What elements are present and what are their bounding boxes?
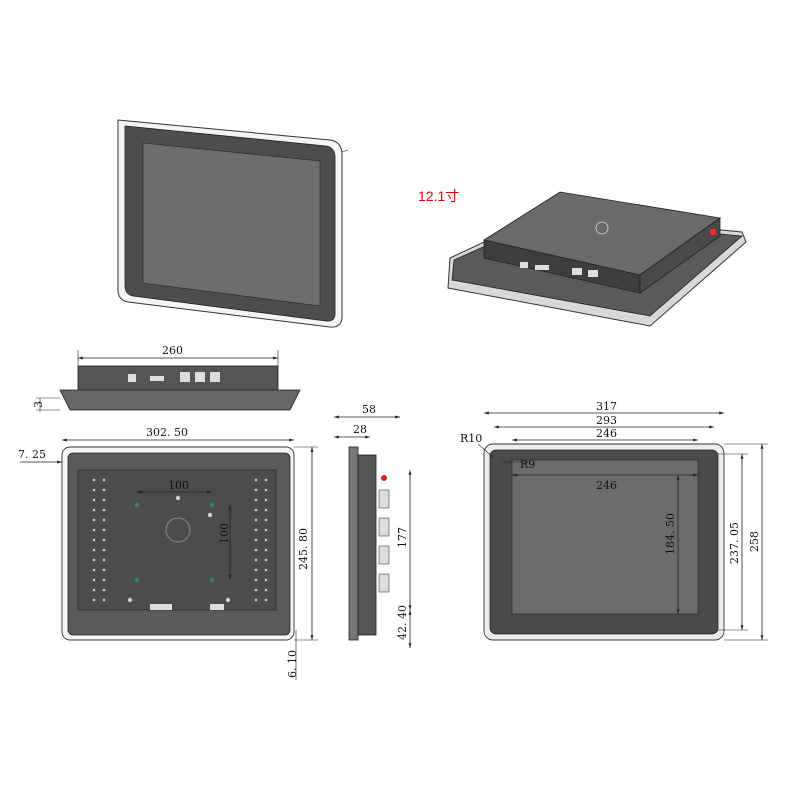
mount-hole — [134, 502, 140, 508]
dim-radius-outer: R10 — [460, 432, 482, 445]
perspective-front-view — [117, 119, 349, 328]
mount-holes — [127, 495, 231, 603]
vent-hole — [102, 508, 106, 512]
vent-hole — [254, 598, 258, 602]
dim-vertical-184: 184. 50 — [664, 513, 677, 555]
vent-hole — [264, 538, 268, 542]
dim-hole-vertical: 100 — [218, 523, 231, 544]
vent-hole — [102, 498, 106, 502]
vent-hole — [264, 598, 268, 602]
mount-hole — [207, 512, 213, 518]
vent-hole — [92, 478, 96, 482]
vent-hole — [264, 518, 268, 522]
vent-hole — [92, 518, 96, 522]
vent-hole — [254, 518, 258, 522]
dim-screen-246-top: 246 — [596, 427, 617, 440]
vent-hole — [264, 478, 268, 482]
vent-hole — [92, 578, 96, 582]
dim-side-total: 58 — [362, 403, 376, 416]
dim-top-height: 3 — [32, 401, 45, 408]
dim-vertical-237: 237. 05 — [728, 522, 741, 564]
vent-hole — [254, 488, 258, 492]
dim-side-bottom: 42. 40 — [396, 605, 409, 640]
rear-plate-view: 302. 50 7. 25 100 100 245. 80 6. 10 — [18, 426, 318, 680]
vent-hole — [102, 528, 106, 532]
vent-hole — [264, 498, 268, 502]
vent-hole — [264, 578, 268, 582]
mount-hole — [209, 502, 215, 508]
vent-hole — [102, 478, 106, 482]
vent-hole — [92, 528, 96, 532]
vent-hole — [92, 508, 96, 512]
vent-hole — [264, 488, 268, 492]
vent-hole — [102, 598, 106, 602]
mount-hole — [134, 577, 140, 583]
vent-hole — [254, 578, 258, 582]
vent-hole — [264, 568, 268, 572]
vent-hole — [92, 558, 96, 562]
vent-hole — [92, 568, 96, 572]
vent-hole — [254, 478, 258, 482]
dim-front-height: 245. 80 — [297, 528, 310, 570]
mount-hole — [209, 577, 215, 583]
dim-screen-outer: 317 — [596, 400, 617, 413]
dim-front-width: 302. 50 — [146, 426, 188, 439]
vent-hole — [254, 528, 258, 532]
vent-hole — [264, 588, 268, 592]
dim-side-body: 28 — [353, 423, 367, 436]
dim-hole-horizontal: 100 — [168, 479, 189, 492]
vent-hole — [102, 588, 106, 592]
vent-hole — [254, 538, 258, 542]
vent-hole — [92, 588, 96, 592]
vent-hole — [102, 538, 106, 542]
vent-hole — [254, 568, 258, 572]
vent-hole — [264, 558, 268, 562]
model-size-label: 12.1寸 — [418, 188, 460, 204]
vent-hole — [102, 518, 106, 522]
dim-screen-293: 293 — [596, 414, 617, 427]
dim-top-width: 260 — [162, 344, 183, 357]
mount-hole — [225, 597, 231, 603]
dim-vertical-258: 258 — [748, 531, 761, 552]
vent-hole — [92, 488, 96, 492]
front-screen-view: 317 293 246 246 R10 R9 184. 50 237. 05 2… — [460, 400, 768, 641]
perspective-rear-view — [447, 191, 747, 327]
vent-hole — [92, 498, 96, 502]
vent-hole — [92, 538, 96, 542]
vent-hole — [102, 578, 106, 582]
mount-hole — [175, 495, 181, 501]
vent-hole — [264, 548, 268, 552]
dim-edge-offset: 7. 25 — [18, 448, 46, 461]
dim-side-height: 177 — [396, 527, 409, 548]
vent-hole — [102, 488, 106, 492]
vent-hole — [264, 508, 268, 512]
vent-hole — [102, 548, 106, 552]
vent-hole — [92, 548, 96, 552]
vent-hole — [254, 548, 258, 552]
vent-hole — [102, 558, 106, 562]
vent-hole — [254, 558, 258, 562]
dim-bottom-offset: 6. 10 — [286, 650, 299, 678]
vent-hole — [254, 498, 258, 502]
vent-hole — [254, 508, 258, 512]
top-view: 260 3 — [32, 344, 301, 412]
dim-radius-inner: R9 — [520, 458, 535, 471]
mount-hole — [127, 597, 133, 603]
dim-screen-246-inner: 246 — [596, 479, 617, 492]
vent-hole — [92, 598, 96, 602]
vent-holes — [92, 478, 268, 602]
side-view: 58 28 177 42. 40 — [334, 403, 412, 648]
vent-hole — [102, 568, 106, 572]
vent-hole — [254, 588, 258, 592]
vent-hole — [264, 528, 268, 532]
